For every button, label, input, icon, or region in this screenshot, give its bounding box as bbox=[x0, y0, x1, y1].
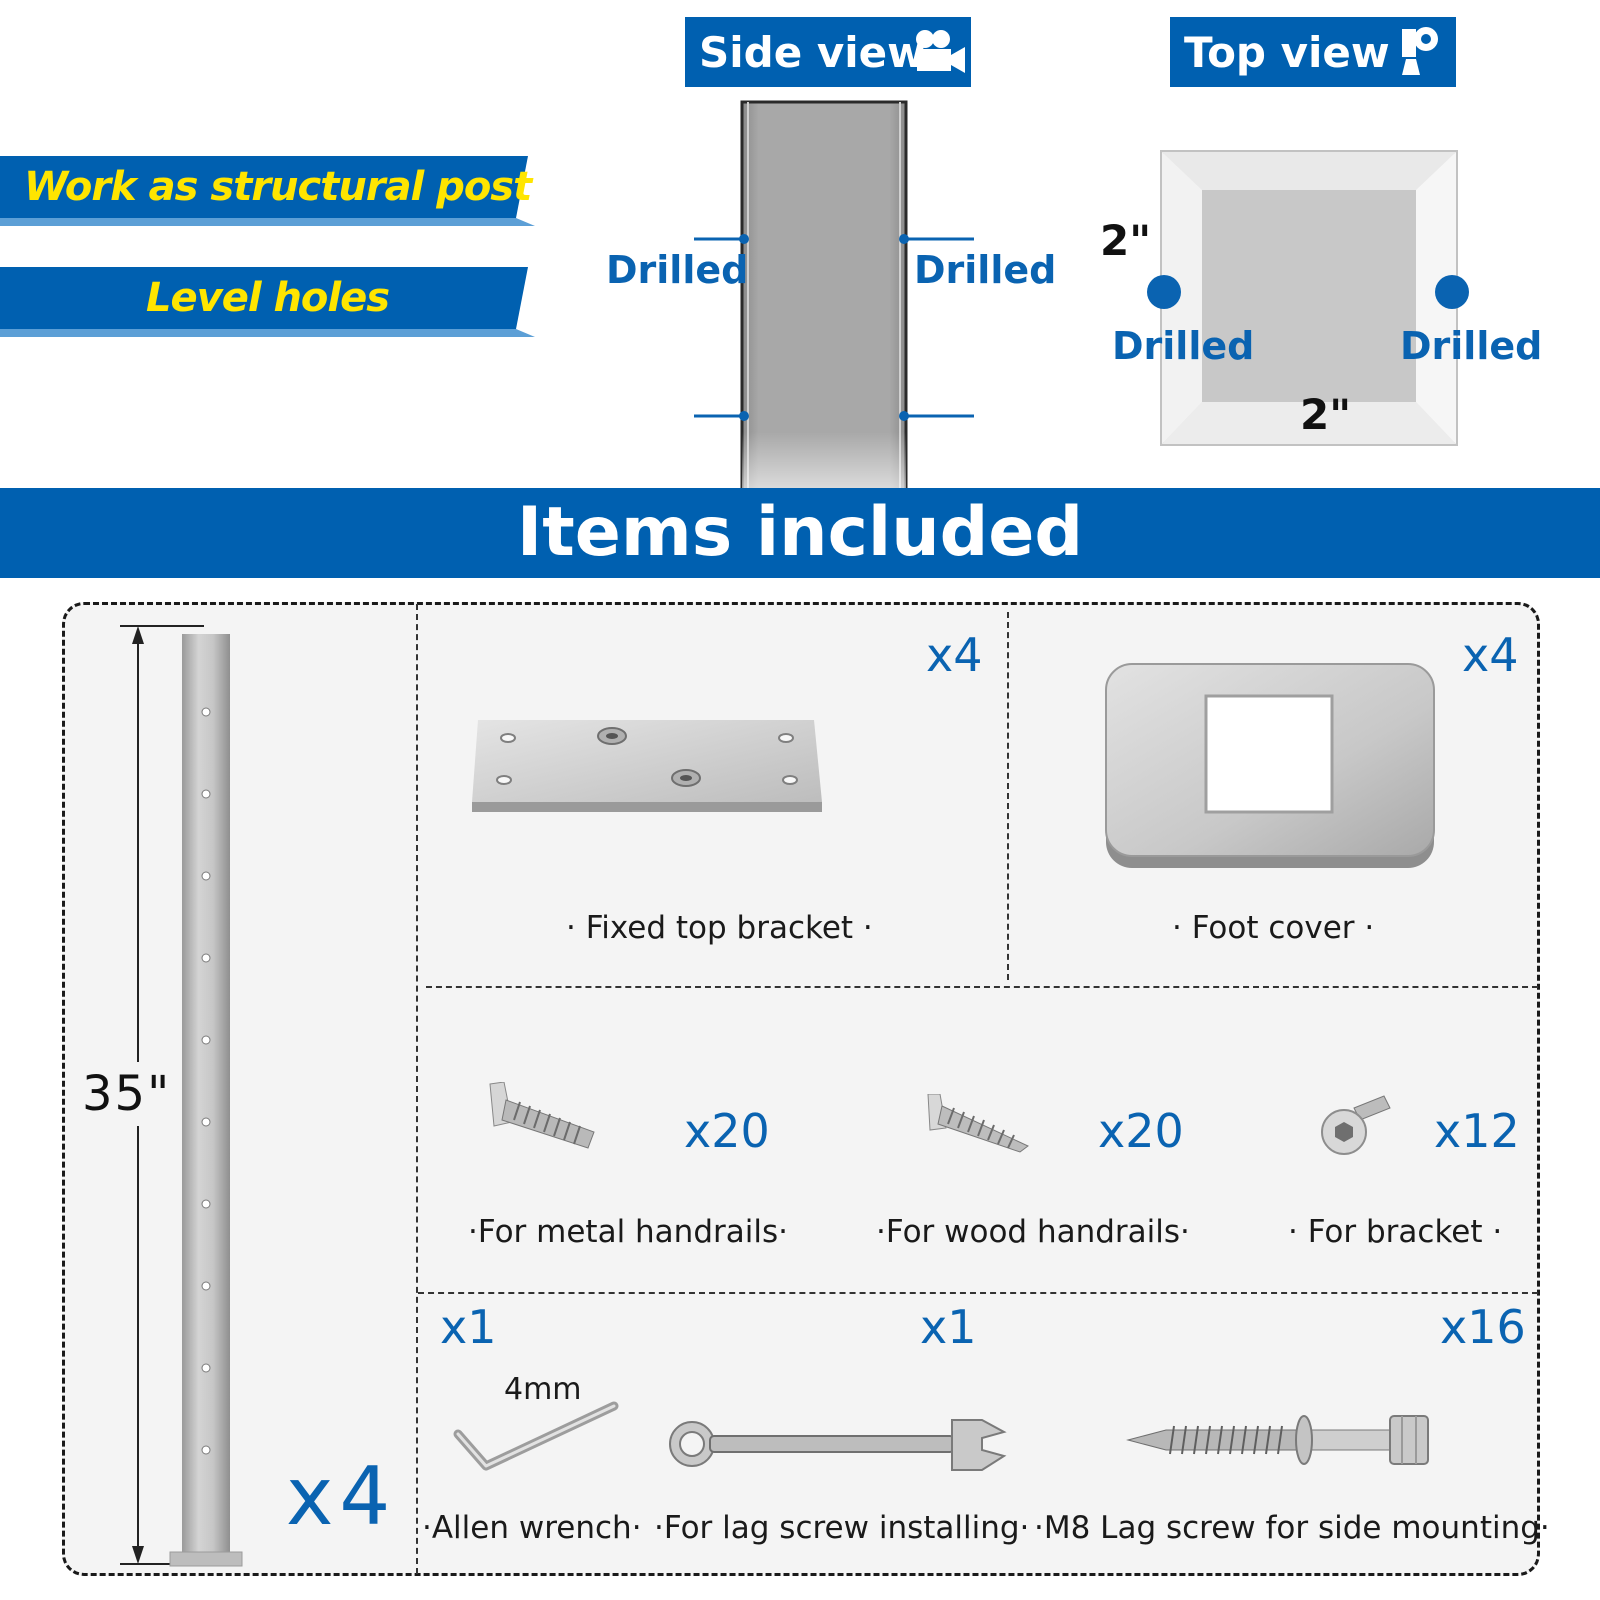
metal-handrail-screw-caption: ·For metal handrails· bbox=[468, 1214, 788, 1250]
feature-ribbon-structural: Work as structural post bbox=[0, 156, 535, 226]
top-view-dim-side: 2" bbox=[1100, 216, 1152, 265]
wood-handrail-screw-image bbox=[927, 1094, 1029, 1153]
spanner-quantity: x1 bbox=[920, 1300, 977, 1354]
top-view-drilled-left: Drilled bbox=[1112, 324, 1255, 368]
fixed-top-bracket-quantity: x4 bbox=[926, 628, 983, 682]
side-view-drilled-left: Drilled bbox=[606, 248, 749, 292]
metal-handrail-screw-image bbox=[489, 1082, 595, 1149]
divider-row-1 bbox=[426, 986, 1538, 988]
lag-screw-caption: ·M8 Lag screw for side mounting· bbox=[1034, 1510, 1550, 1546]
allen-wrench-image bbox=[453, 1401, 619, 1471]
spanner-image bbox=[669, 1419, 1007, 1471]
feature-ribbon-level-holes: Level holes bbox=[0, 267, 535, 337]
bracket-screw-quantity: x12 bbox=[1434, 1104, 1520, 1158]
divider-post-column bbox=[416, 604, 418, 1574]
top-view-drilled-right: Drilled bbox=[1400, 324, 1543, 368]
divider-bracket-cover bbox=[1007, 612, 1009, 980]
foot-cover-image bbox=[1105, 663, 1435, 868]
top-view-label: Top view bbox=[1184, 27, 1390, 77]
wood-handrail-screw-quantity: x20 bbox=[1098, 1104, 1184, 1158]
items-included-title: Items included bbox=[516, 493, 1084, 572]
wood-handrail-screw-caption: ·For wood handrails· bbox=[876, 1214, 1190, 1250]
spanner-caption: ·For lag screw installing· bbox=[654, 1510, 1030, 1546]
divider-row-2 bbox=[418, 1292, 1538, 1294]
top-view-tab: Top view bbox=[1170, 17, 1456, 87]
post-length-label: 35" bbox=[82, 1062, 172, 1126]
metal-handrail-screw-quantity: x20 bbox=[684, 1104, 770, 1158]
fixed-top-bracket-image bbox=[472, 720, 822, 812]
side-view-drilled-right: Drilled bbox=[914, 248, 1057, 292]
foot-cover-quantity: x4 bbox=[1462, 628, 1519, 682]
bracket-screw-image bbox=[1321, 1095, 1391, 1155]
post-quantity: x4 bbox=[286, 1450, 397, 1543]
side-view-tab: Side view bbox=[685, 17, 971, 87]
lag-screw-quantity: x16 bbox=[1440, 1300, 1526, 1354]
fixed-top-bracket-caption: · Fixed top bracket · bbox=[566, 910, 873, 946]
top-view-diagram bbox=[1160, 150, 1458, 446]
top-view-hole-right bbox=[1435, 275, 1469, 309]
items-included-banner: Items included bbox=[0, 488, 1600, 578]
spotlight-camera-icon bbox=[1402, 27, 1438, 75]
side-view-label: Side view bbox=[699, 27, 926, 77]
allen-wrench-caption: ·Allen wrench· bbox=[422, 1510, 642, 1546]
allen-wrench-quantity: x1 bbox=[440, 1300, 497, 1354]
bracket-screw-caption: · For bracket · bbox=[1288, 1214, 1503, 1250]
lag-screw-image bbox=[1126, 1415, 1429, 1465]
video-camera-icon bbox=[916, 30, 965, 73]
top-view-dim-bottom: 2" bbox=[1300, 390, 1352, 439]
allen-wrench-size: 4mm bbox=[504, 1372, 582, 1407]
feature-structural-post-text: Work as structural post bbox=[24, 164, 532, 210]
feature-level-holes-text: Level holes bbox=[146, 275, 390, 321]
side-view-diagram bbox=[694, 100, 974, 490]
top-view-hole-left bbox=[1147, 275, 1181, 309]
foot-cover-caption: · Foot cover · bbox=[1172, 910, 1375, 946]
post-image bbox=[169, 634, 243, 1567]
